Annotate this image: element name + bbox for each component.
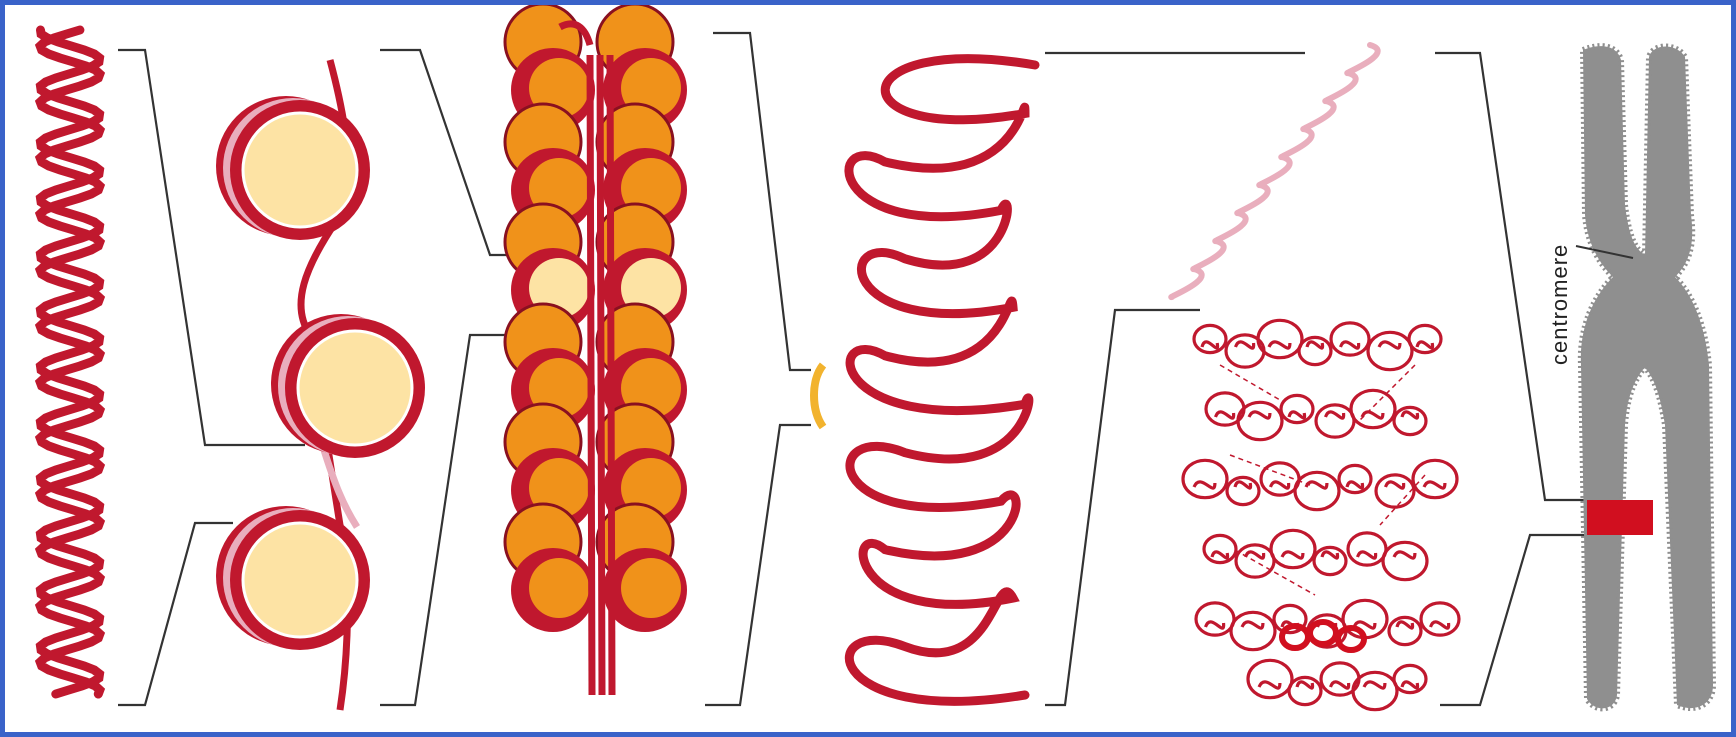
chromatin-coil bbox=[1339, 465, 1371, 492]
chromatin-coil bbox=[1351, 390, 1395, 427]
connector-loops-to-condensed bbox=[1045, 53, 1305, 705]
chromatin-coil-detail bbox=[1379, 342, 1400, 348]
chromatin-coil-detail bbox=[1307, 342, 1323, 348]
nucleosome bbox=[271, 314, 425, 458]
diagram-canvas: centromere bbox=[5, 5, 1736, 737]
chromatin-coil-detail bbox=[1386, 482, 1404, 488]
chromatin-coil bbox=[1194, 325, 1226, 352]
gene-band bbox=[1587, 500, 1653, 535]
connector-condensed-to-chromosome bbox=[1435, 53, 1585, 705]
chromatin-coil bbox=[1348, 533, 1386, 565]
chromatin-coil bbox=[1343, 600, 1387, 637]
chromatin-coil-detail bbox=[1326, 412, 1344, 418]
dna-double-helix bbox=[40, 30, 100, 694]
chromatin-coil-detail bbox=[1249, 412, 1270, 418]
condensed-chromosome-section bbox=[1171, 45, 1459, 710]
chromatin-coil bbox=[1389, 617, 1421, 644]
chromatin-coil-detail bbox=[1282, 552, 1303, 558]
chromatin-coil bbox=[1231, 612, 1275, 649]
chromatin-coil bbox=[1238, 402, 1282, 439]
chromatin-coil bbox=[1331, 323, 1369, 355]
chromatin-coil-detail bbox=[1424, 482, 1445, 488]
chromatin-coil bbox=[1183, 460, 1227, 497]
chromatin-coil bbox=[1409, 325, 1441, 352]
highlighted-region bbox=[1282, 622, 1364, 650]
chromatin-coil-detail bbox=[1341, 342, 1359, 348]
chromatin-coil-detail bbox=[1271, 482, 1289, 488]
chromatin-coil bbox=[1196, 603, 1234, 635]
chromatin-coil-detail bbox=[1397, 622, 1413, 628]
chromatin-coil bbox=[1281, 395, 1313, 422]
chromatin-coil bbox=[1394, 665, 1426, 692]
chromatin-coil-detail bbox=[1431, 622, 1449, 628]
fiber-section-highlight bbox=[814, 365, 823, 427]
chromatin-coil bbox=[1376, 475, 1414, 507]
chromatin-coil-detail bbox=[1236, 342, 1254, 348]
chromatin-coil-detail bbox=[1362, 412, 1383, 418]
connector-fiber-to-loops bbox=[705, 33, 811, 705]
chromatin-coil-detail bbox=[1402, 412, 1418, 418]
chromatin-coil bbox=[1271, 530, 1315, 567]
looped-domain-strand bbox=[849, 59, 1035, 702]
chromatin-coil-detail bbox=[1246, 552, 1264, 558]
chromatin-coil bbox=[1258, 320, 1302, 357]
chromatin-coil-detail bbox=[1212, 552, 1228, 558]
chromatin-coil bbox=[1394, 407, 1426, 434]
chromatin-coil bbox=[1204, 535, 1236, 562]
chromatin-coil-detail bbox=[1297, 682, 1313, 688]
chromatin-fiber bbox=[505, 5, 687, 695]
chromatin-coil-detail bbox=[1216, 412, 1234, 418]
chromatin-coil-detail bbox=[1235, 482, 1251, 488]
chromatin-coil bbox=[1413, 460, 1457, 497]
metaphase-chromosome: centromere bbox=[1547, 46, 1713, 708]
chromatin-coil-detail bbox=[1402, 682, 1418, 688]
centromere-label: centromere bbox=[1547, 244, 1572, 365]
faded-loop-strand bbox=[1171, 45, 1377, 297]
chromatin-coil bbox=[1299, 337, 1331, 364]
chromatin-coil-detail bbox=[1206, 622, 1224, 628]
chromatin-coil-detail bbox=[1194, 482, 1215, 488]
chromatin-coil bbox=[1383, 542, 1427, 579]
chromatin-coil bbox=[1353, 672, 1397, 709]
chromatin-coil bbox=[1368, 332, 1412, 369]
chromatin-coil-detail bbox=[1331, 682, 1349, 688]
chromatin-coil-detail bbox=[1394, 552, 1415, 558]
fiber-nucleosome bbox=[505, 504, 595, 632]
chromatin-coil-detail bbox=[1259, 682, 1280, 688]
chromatin-coil bbox=[1316, 405, 1354, 437]
chromatin-coil bbox=[1421, 603, 1459, 635]
chromatin-coil-detail bbox=[1358, 552, 1376, 558]
chromatin-coil-detail bbox=[1347, 482, 1363, 488]
chromatin-coil-detail bbox=[1289, 412, 1305, 418]
chromatin-coil-detail bbox=[1417, 342, 1433, 348]
chromatin-coil bbox=[1248, 660, 1292, 697]
chromatin-coil bbox=[1289, 677, 1321, 704]
nucleosome-string bbox=[216, 60, 425, 710]
chromatin-coil bbox=[1227, 477, 1259, 504]
chromatin-coil-detail bbox=[1364, 682, 1385, 688]
chromatin-coil-detail bbox=[1202, 342, 1218, 348]
chromatin-coil-detail bbox=[1322, 552, 1338, 558]
chromatin-coil-detail bbox=[1269, 342, 1290, 348]
chromatin-coil-detail bbox=[1242, 622, 1263, 628]
nucleosome bbox=[216, 506, 370, 650]
nucleosome bbox=[216, 96, 370, 240]
chromatin-coil bbox=[1295, 472, 1339, 509]
chromatin-coil bbox=[1314, 547, 1346, 574]
